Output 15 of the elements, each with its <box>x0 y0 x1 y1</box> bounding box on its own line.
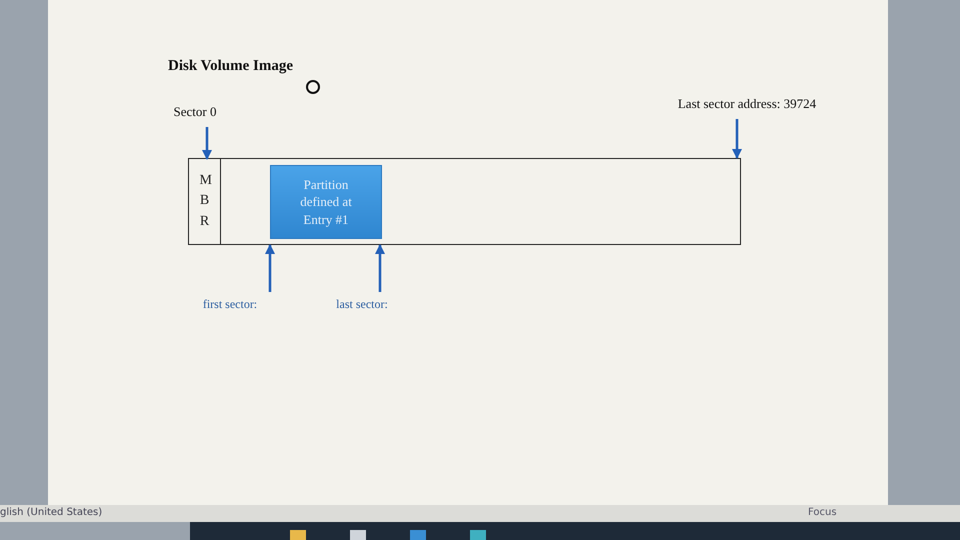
mbr-label: M B R <box>200 172 210 231</box>
partition-label: Partition defined at Entry #1 <box>299 176 353 228</box>
status-bar-text: glish (United States) <box>0 507 102 518</box>
disk-volume-box <box>188 158 741 245</box>
annotation-text: Last sector address: 39724 <box>678 95 816 113</box>
arrow <box>732 119 742 159</box>
arrow <box>265 244 275 292</box>
arrow <box>202 127 212 160</box>
arrow <box>375 244 385 292</box>
annotation-text: first sector: <box>202 296 258 312</box>
annotation-text: Sector 0 <box>174 103 216 121</box>
diagram-title: Disk Volume Image <box>168 58 294 75</box>
status-bar-text: Focus <box>808 507 837 518</box>
partition-box <box>270 165 382 239</box>
annotation-text: last sector: <box>336 296 388 312</box>
